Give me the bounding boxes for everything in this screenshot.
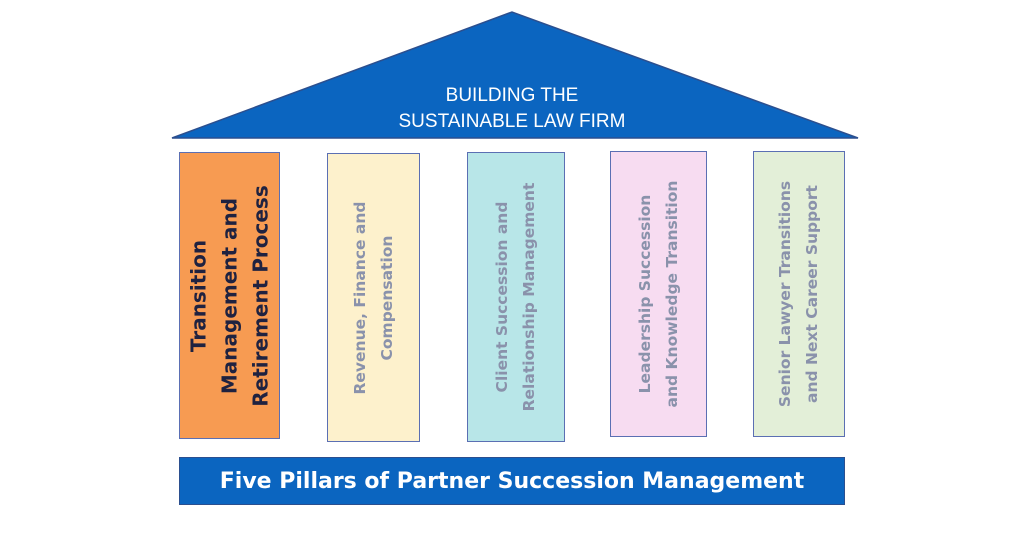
roof-title-line-2: SUSTAINABLE LAW FIRM [398, 111, 626, 132]
pillar-transition-management: Transition Management and Retirement Pro… [179, 152, 280, 439]
pillar-label: Leadership Succession and Knowledge Tran… [635, 180, 681, 408]
roof-shape [171, 11, 859, 139]
pillar-label: Client Succession and Relationship Manag… [493, 182, 538, 412]
pillar-label: Transition Management and Retirement Pro… [186, 184, 272, 407]
pillar-revenue-finance: Revenue, Finance and Compensation [327, 153, 420, 442]
pillar-client-succession: Client Succession and Relationship Manag… [467, 152, 565, 442]
foundation-base: Five Pillars of Partner Succession Manag… [179, 457, 845, 505]
roof-title: BUILDING THE SUSTAINABLE LAW FIRM [312, 83, 712, 135]
pillar-senior-lawyer-transitions: Senior Lawyer Transitions and Next Caree… [753, 151, 845, 437]
pillar-leadership-succession: Leadership Succession and Knowledge Tran… [610, 151, 707, 437]
roof-title-line-1: BUILDING THE [445, 85, 579, 106]
foundation-label: Five Pillars of Partner Succession Manag… [219, 468, 805, 494]
pillar-label: Revenue, Finance and Compensation [350, 200, 396, 395]
pillar-label: Senior Lawyer Transitions and Next Caree… [776, 180, 821, 408]
roof-triangle [171, 11, 859, 139]
